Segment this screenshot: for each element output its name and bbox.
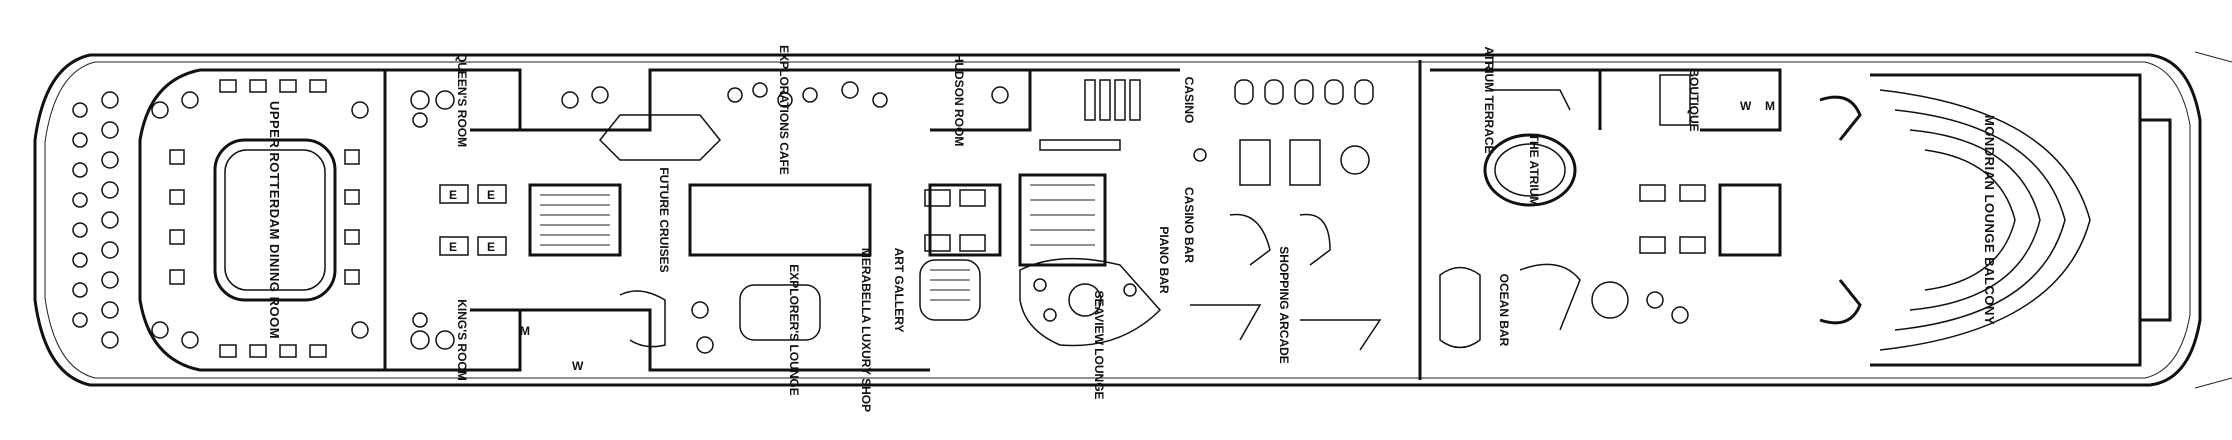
label-upper-rotterdam: UPPER ROTTERDAM DINING ROOM: [267, 101, 282, 339]
bow-line-top: [2194, 51, 2232, 63]
label-casino-bar: CASINO BAR: [1182, 187, 1196, 263]
label-hudson-room: HUDSON ROOM: [952, 54, 966, 147]
atrium-area: [1430, 68, 1602, 207]
label-the-atrium: THE ATRIUM: [1527, 134, 1541, 207]
elevator-marker-3: E: [449, 240, 457, 254]
restroom-men-fwd: M: [1765, 99, 1775, 113]
aft-staircase: [528, 183, 622, 257]
kings-room-area: [385, 308, 522, 372]
dining-tables: [72, 79, 369, 358]
forward-spiral-stairs: [1819, 95, 1862, 325]
restroom-men-aft: M: [520, 324, 530, 338]
casino-area: [1018, 68, 1180, 267]
hull-outline: [33, 53, 2202, 387]
upper-rotterdam-dining-room: [72, 68, 387, 372]
ocean-bar-area: [1439, 263, 1689, 349]
art-gallery-stairs: [919, 183, 1002, 321]
bow-line-bottom: [2194, 377, 2232, 389]
label-piano-bar: PIANO BAR: [1157, 226, 1171, 294]
queens-room-area: [385, 68, 522, 132]
seaview-lounge-area: [1019, 257, 1162, 347]
elevator-marker-2: E: [487, 188, 495, 202]
forward-elevator-bank: [1639, 183, 1782, 257]
label-kings-room: KING'S ROOM: [455, 299, 469, 381]
label-mondrian: MONDRIAN LOUNGE BALCONY: [1982, 115, 1997, 325]
label-ocean-bar: OCEAN BAR: [1497, 274, 1511, 347]
hudson-room-area: [930, 68, 1032, 132]
restroom-women-aft: W: [572, 359, 584, 373]
label-seaview-lounge: SEAVIEW LOUNGE: [1092, 290, 1106, 399]
boutique-area: [1600, 68, 1782, 132]
label-future-cruises: FUTURE CRUISES: [657, 167, 671, 272]
label-shopping-arcade: SHOPPING ARCADE: [1277, 246, 1291, 364]
label-art-gallery: ART GALLERY: [892, 248, 906, 333]
mid-elevator-bank: [924, 189, 986, 252]
elevator-marker-4: E: [487, 240, 495, 254]
explorers-lounge-area: [619, 284, 821, 354]
shopping-arcade-area: [1190, 139, 1382, 351]
label-queens-room: QUEEN'S ROOM: [455, 53, 469, 147]
explorations-cafe-area: [561, 81, 888, 161]
label-explorers-lounge: EXPLORER'S LOUNGE: [787, 264, 801, 396]
mondrian-lounge-balcony: [1870, 73, 2172, 367]
elevator-marker-1: E: [449, 188, 457, 202]
aft-elevator-bank: [439, 184, 507, 256]
hull-inner-outline: [44, 61, 2191, 379]
casino-tables: [1234, 79, 1374, 105]
central-block: [520, 68, 930, 372]
restroom-women-fwd: W: [1740, 99, 1752, 113]
label-merabella: MERABELLA LUXURY SHOP: [859, 248, 873, 412]
label-casino: CASINO: [1182, 77, 1196, 124]
label-explorations-cafe: EXPLORATIONS CAFE: [777, 45, 791, 175]
label-atrium-terrace: ATRIUM TERRACE: [1482, 46, 1496, 153]
label-boutique: BOUTIQUE: [1687, 68, 1701, 131]
